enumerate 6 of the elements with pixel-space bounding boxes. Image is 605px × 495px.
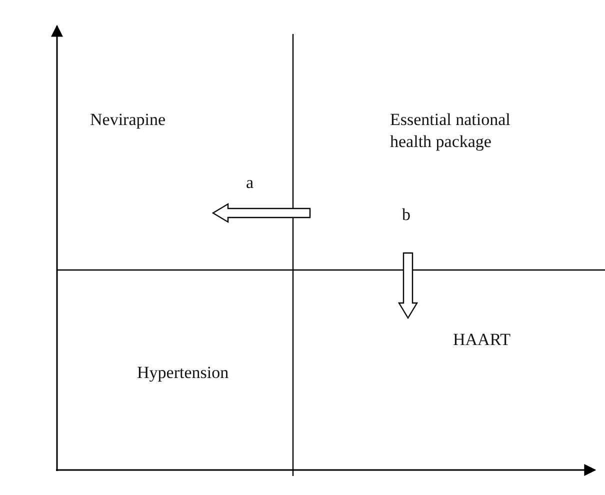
quadrant-label: Hypertension: [137, 362, 230, 384]
quadrant-label: Essential national health package: [390, 109, 512, 153]
arrow-label: a: [246, 172, 255, 194]
arrow-label: b: [402, 204, 412, 226]
quadrant-label: Nevirapine: [90, 109, 167, 131]
quadrant-label: HAART: [453, 329, 512, 351]
